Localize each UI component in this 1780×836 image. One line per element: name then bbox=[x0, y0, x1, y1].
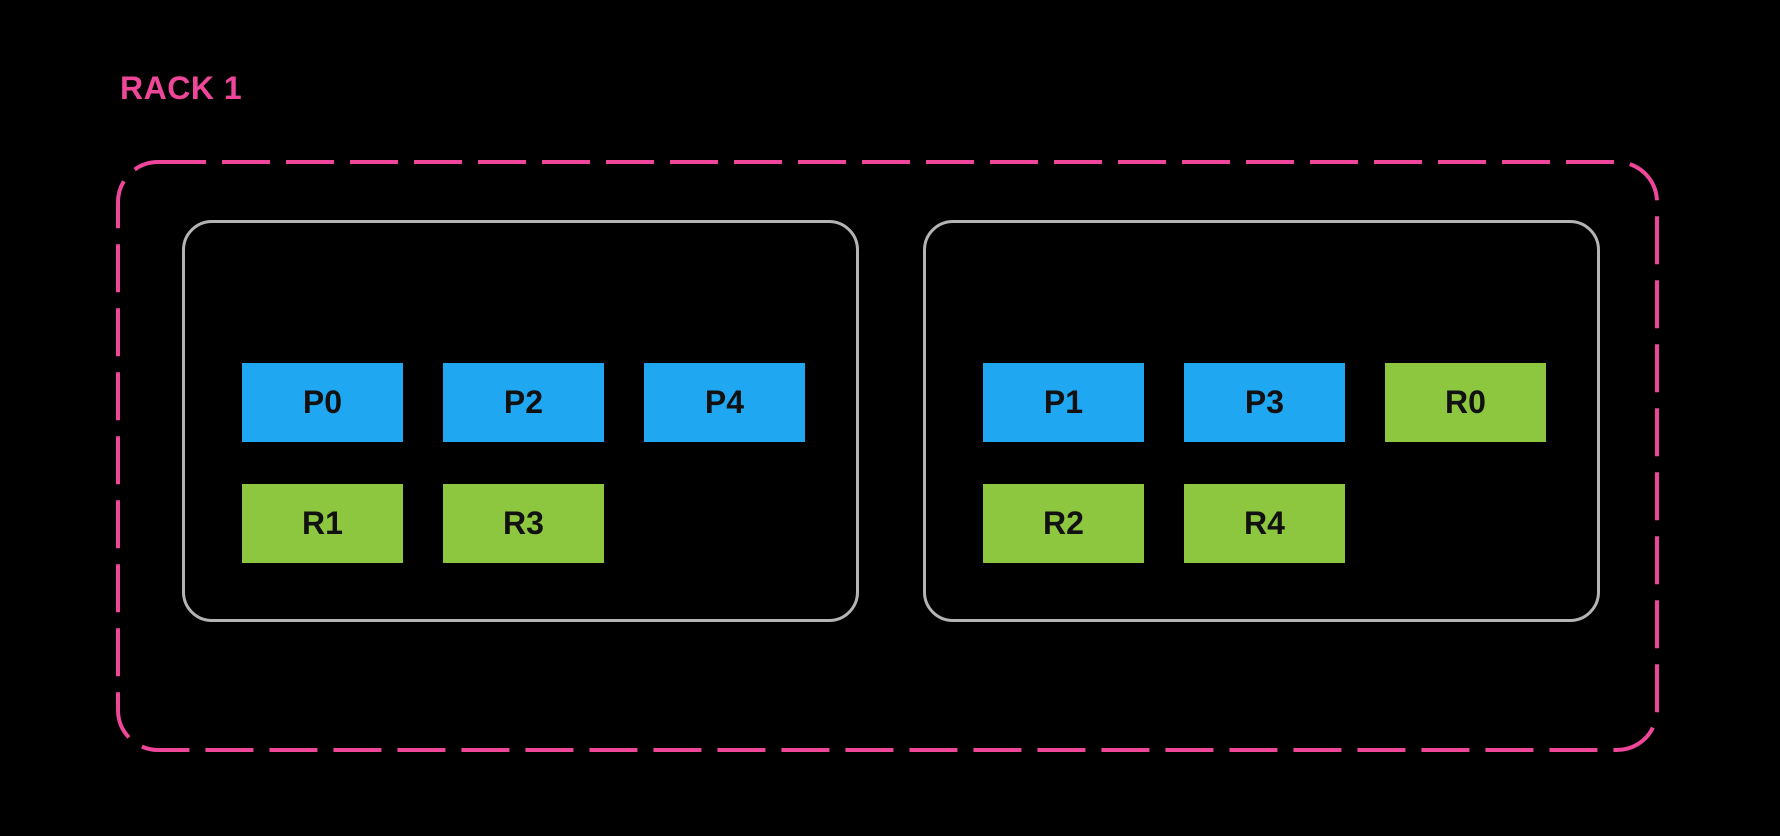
shard-r4: R4 bbox=[1184, 484, 1345, 563]
shard-p4: P4 bbox=[644, 363, 805, 442]
shard-r2: R2 bbox=[983, 484, 1144, 563]
shard-p2: P2 bbox=[443, 363, 604, 442]
shard-row-top: P1 P3 R0 bbox=[983, 363, 1597, 442]
host-node-right: P1 P3 R0 R2 R4 bbox=[923, 220, 1600, 622]
shard-row-bottom: R1 R3 bbox=[242, 484, 856, 563]
shard-r1: R1 bbox=[242, 484, 403, 563]
rack-title: RACK 1 bbox=[120, 70, 243, 106]
host-node-left: P0 P2 P4 R1 R3 bbox=[182, 220, 859, 622]
shard-row-top: P0 P2 P4 bbox=[242, 363, 856, 442]
shard-r3: R3 bbox=[443, 484, 604, 563]
shard-r0: R0 bbox=[1385, 363, 1546, 442]
shard-p0: P0 bbox=[242, 363, 403, 442]
rack-boundary: P0 P2 P4 R1 R3 P1 P3 R0 R2 R4 bbox=[116, 160, 1659, 752]
rack-dashed-border bbox=[116, 160, 1659, 752]
shard-p1: P1 bbox=[983, 363, 1144, 442]
nodes-row: P0 P2 P4 R1 R3 P1 P3 R0 R2 R4 bbox=[182, 220, 1600, 622]
shard-row-bottom: R2 R4 bbox=[983, 484, 1597, 563]
shard-p3: P3 bbox=[1184, 363, 1345, 442]
